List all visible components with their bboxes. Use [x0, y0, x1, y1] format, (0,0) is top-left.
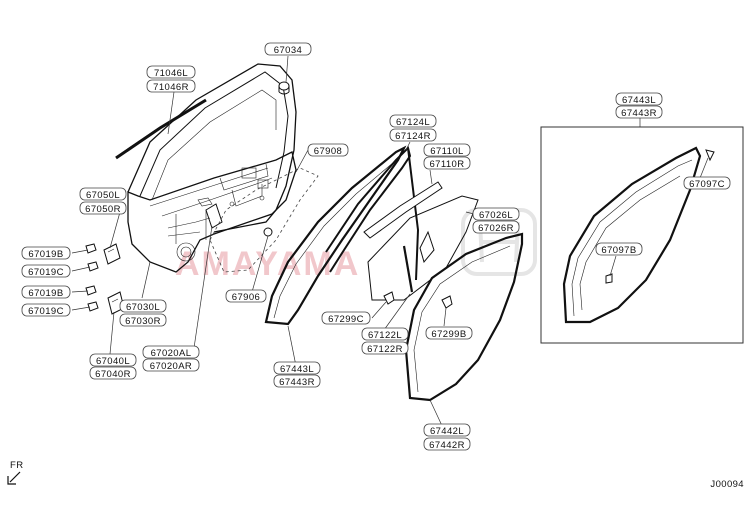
part-number-text: 67110L	[430, 146, 463, 157]
part-number-text: 67299C	[328, 314, 364, 325]
bolt-icon	[85, 243, 99, 312]
window-channel-strip	[115, 98, 207, 160]
part-label-67442R[interactable]: 67442R	[423, 437, 471, 451]
part-number-text: 67443L	[622, 95, 656, 106]
inset-box	[540, 126, 744, 344]
part-label-67443L-door[interactable]: 67443L	[273, 361, 321, 375]
part-number-text: 67034	[274, 45, 302, 56]
watermark-text: AMAYAMA	[175, 245, 360, 283]
part-number-text: 67124L	[396, 117, 430, 128]
grommet-67906	[263, 227, 273, 237]
part-label-67122R[interactable]: 67122R	[361, 341, 409, 355]
diagram-code: J00094	[710, 479, 744, 490]
part-label-67026L[interactable]: 67026L	[472, 207, 520, 221]
part-label-67050R[interactable]: 67050R	[79, 201, 127, 215]
part-number-text: 67443L	[280, 364, 314, 375]
part-label-67110L[interactable]: 67110L	[423, 143, 471, 157]
part-label-67110R[interactable]: 67110R	[423, 156, 471, 170]
part-number-text: 67443R	[279, 377, 315, 388]
glass-run-channel	[325, 146, 420, 281]
part-label-67020AR[interactable]: 67020AR	[142, 358, 200, 372]
part-number-text: 67030R	[125, 316, 161, 327]
part-label-67299B[interactable]: 67299B	[425, 326, 473, 340]
part-number-text: 67908	[314, 146, 342, 157]
clip-icon	[605, 149, 715, 284]
part-label-67124R[interactable]: 67124R	[389, 128, 437, 142]
part-label-67034[interactable]: 67034	[264, 42, 312, 56]
part-number-text: 67019B	[28, 249, 63, 260]
part-number-text: 67019C	[28, 267, 64, 278]
part-number-text: 67040L	[96, 356, 130, 367]
part-label-67040L[interactable]: 67040L	[89, 353, 137, 367]
part-label-67124L[interactable]: 67124L	[389, 114, 437, 128]
plug-67034	[278, 81, 290, 95]
part-number-text: 67299B	[431, 329, 466, 340]
part-number-text: 67026L	[479, 210, 513, 221]
door-glass	[367, 195, 479, 301]
part-number-text: 67442L	[430, 426, 464, 437]
part-number-text: 67906	[232, 292, 260, 303]
body-opening-weatherstrip	[404, 232, 524, 402]
part-number-text: 67040R	[95, 369, 131, 380]
part-label-67020AL[interactable]: 67020AL	[142, 345, 200, 359]
part-label-67443L-inset[interactable]: 67443L	[615, 92, 663, 106]
part-labels: 67034 71046L 71046R 67050L 67050R 67019B…	[21, 42, 731, 451]
front-marker: FR	[7, 460, 23, 485]
part-number-text: 67097B	[601, 245, 636, 256]
part-number-text: 67050R	[85, 204, 121, 215]
part-label-67019B-upper[interactable]: 67019B	[21, 246, 71, 260]
part-label-67908[interactable]: 67908	[307, 143, 349, 157]
watermark: AMAYAMA	[175, 208, 537, 283]
part-number-text: 67020AL	[151, 348, 192, 359]
part-label-67019C-upper[interactable]: 67019C	[21, 264, 71, 278]
belt-moulding	[363, 181, 443, 239]
part-label-67050L[interactable]: 67050L	[79, 187, 127, 201]
door-check	[205, 203, 223, 229]
front-marker-text: FR	[10, 460, 23, 471]
arrow-down-left-icon	[7, 471, 21, 485]
part-label-67030L[interactable]: 67030L	[119, 299, 167, 313]
part-number-text: 67019B	[28, 288, 63, 299]
part-label-67040R[interactable]: 67040R	[89, 366, 137, 380]
part-label-67299C[interactable]: 67299C	[321, 311, 371, 325]
part-number-text: 67110R	[430, 159, 465, 170]
part-number-text: 67019C	[28, 306, 64, 317]
part-number-text: 67097C	[689, 179, 725, 190]
part-number-text: 67124R	[395, 131, 431, 142]
part-label-67097B[interactable]: 67097B	[595, 242, 643, 256]
part-number-text: 67030L	[126, 302, 160, 313]
part-label-67122L[interactable]: 67122L	[361, 327, 409, 341]
part-number-text: 67122R	[367, 344, 403, 355]
part-label-67026R[interactable]: 67026R	[472, 220, 520, 234]
rear-lower-sash	[402, 230, 435, 293]
part-label-67443R-door[interactable]: 67443R	[273, 374, 321, 388]
part-label-67906[interactable]: 67906	[225, 289, 267, 303]
part-label-67019B-lower[interactable]: 67019B	[21, 285, 71, 299]
part-label-71046L[interactable]: 71046L	[146, 65, 196, 79]
part-label-67442L[interactable]: 67442L	[423, 423, 471, 437]
front-door-shell	[127, 63, 297, 273]
leader-lines	[71, 55, 709, 431]
part-number-text: 67442R	[429, 440, 465, 451]
upper-hinge	[103, 243, 121, 265]
part-label-71046R[interactable]: 71046R	[146, 79, 196, 93]
part-number-text: 67020AR	[150, 361, 192, 372]
part-label-67443R-inset[interactable]: 67443R	[615, 105, 663, 119]
part-number-text: 67443R	[621, 108, 657, 119]
part-number-text: 67050L	[86, 190, 120, 201]
part-number-text: 71046R	[153, 82, 189, 93]
part-label-67030R[interactable]: 67030R	[119, 313, 167, 327]
part-label-67097C[interactable]: 67097C	[683, 176, 731, 190]
part-number-text: 71046L	[154, 68, 188, 79]
clip-icon	[383, 291, 453, 309]
part-label-67019C-lower[interactable]: 67019C	[21, 303, 71, 317]
part-number-text: 67122L	[368, 330, 402, 341]
part-number-text: 67026R	[478, 223, 514, 234]
